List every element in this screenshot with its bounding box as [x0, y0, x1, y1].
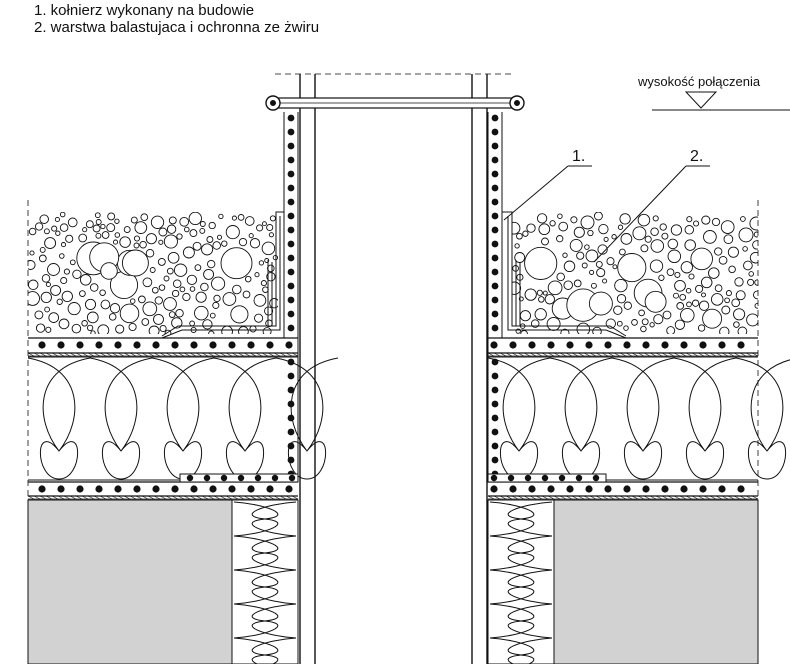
- level-triangle-icon: [684, 91, 718, 109]
- callout-1: 1.: [503, 148, 592, 221]
- flashing-step-right: [502, 211, 627, 339]
- flashing-step-left: [161, 211, 284, 339]
- thermal-insulation-right: [487, 356, 790, 481]
- legend-item-2: 2. warstwa balastujaca i ochronna ze żwi…: [34, 19, 320, 36]
- gravel-ballast-right: [512, 212, 758, 334]
- membrane-lower-right: [487, 481, 759, 500]
- gravel-ballast-left: [28, 212, 278, 334]
- vent-pipe: [299, 74, 488, 664]
- collar-plate-right: [487, 473, 607, 483]
- height-marker: wysokość połączenia: [637, 74, 790, 111]
- wall-insulation-right: [487, 499, 555, 664]
- flashing-collar-right: [487, 112, 503, 480]
- legend: 1. kołnierz wykonany na budowie 2. warst…: [34, 2, 319, 36]
- concrete-slab-right: [553, 499, 759, 664]
- flashing-collar-left: [283, 112, 299, 480]
- clamp-band: [265, 95, 525, 111]
- legend-item-1: 1. kołnierz wykonany na budowie: [34, 2, 255, 19]
- height-note-label: wysokość połączenia: [637, 74, 761, 89]
- concrete-slab-left: [27, 499, 233, 664]
- callout-2-label: 2.: [690, 148, 703, 165]
- wall-insulation-left: [231, 499, 299, 664]
- callout-1-label: 1.: [572, 148, 585, 165]
- membrane-upper-right: [487, 337, 759, 357]
- collar-plate-left: [179, 473, 299, 483]
- membrane-upper-left: [27, 337, 299, 357]
- membrane-lower-left: [27, 481, 299, 500]
- callout-2: 2.: [593, 148, 710, 263]
